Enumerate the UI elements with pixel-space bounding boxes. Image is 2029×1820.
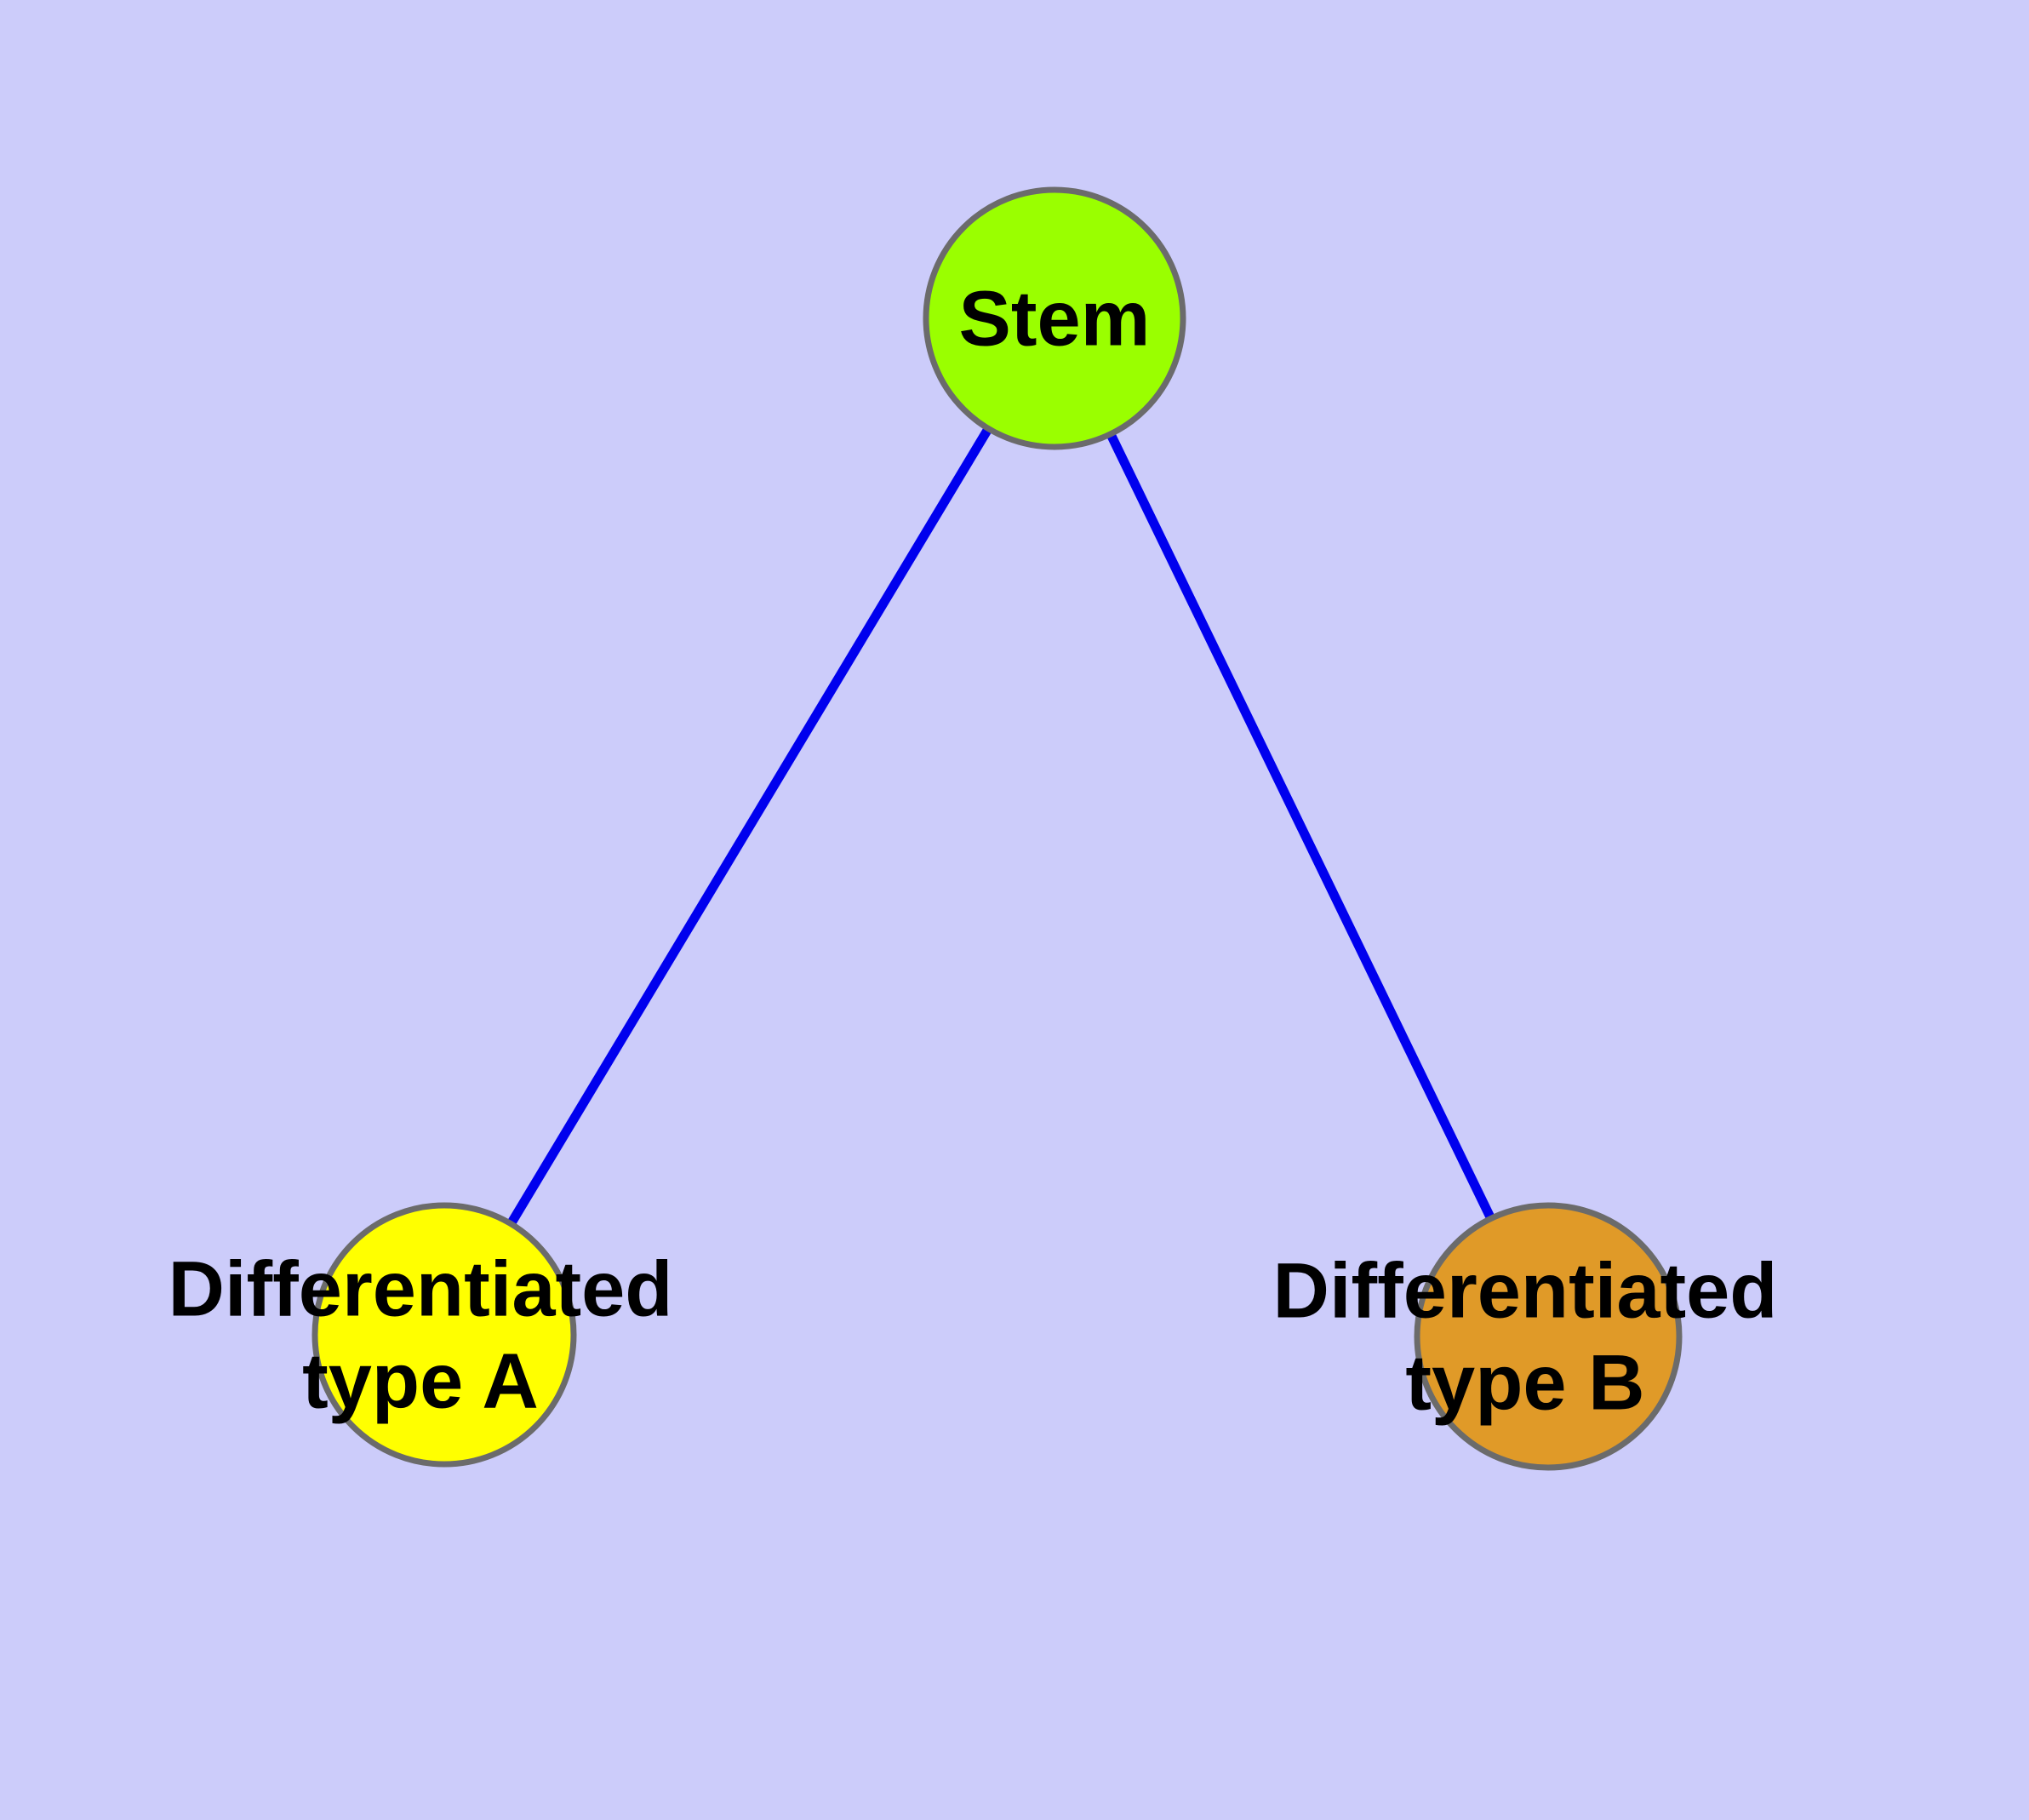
node-label-line: Differentiated	[1273, 1247, 1778, 1334]
node-stem[interactable]	[923, 186, 1186, 450]
node-diff_b[interactable]	[1414, 1202, 1683, 1471]
node-label-line: Differentiated	[169, 1245, 673, 1332]
edge-stem-to-diff-a[interactable]	[440, 316, 1059, 1337]
node-layer	[311, 186, 1683, 1471]
node-diff_a[interactable]	[311, 1202, 577, 1468]
node-label-line: type A	[302, 1337, 539, 1424]
edge-layer	[440, 316, 1552, 1339]
edge-stem-to-diff-b[interactable]	[1050, 316, 1552, 1339]
node-label-line: type B	[1405, 1339, 1644, 1426]
node-label-stem: Stem	[959, 275, 1151, 362]
node-label-line: Stem	[959, 275, 1151, 362]
